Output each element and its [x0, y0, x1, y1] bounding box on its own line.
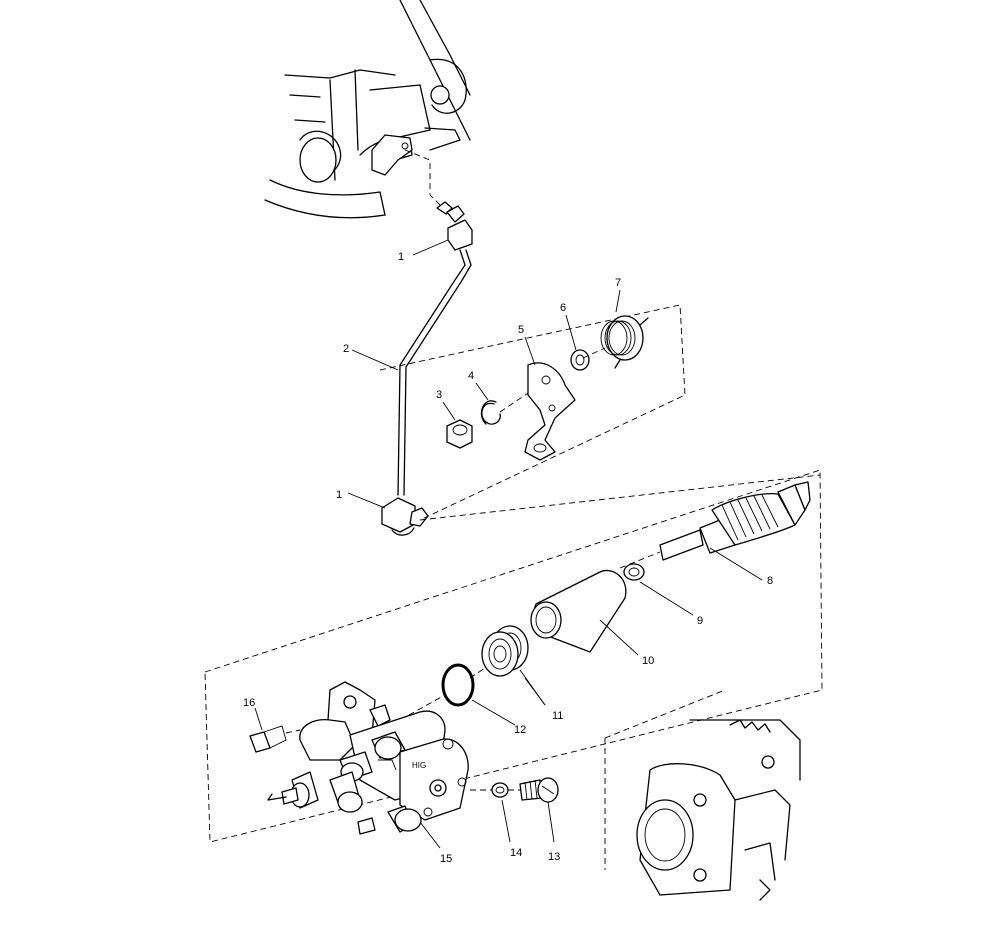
callout-12: 12 [514, 724, 526, 736]
callout-1-upper: 1 [398, 251, 404, 263]
shaft-seals [481, 625, 529, 677]
callout-2: 2 [343, 343, 349, 355]
leader-lines [254, 239, 763, 849]
engine-casing-bottom [604, 689, 801, 901]
oil-pump-body: HIG [267, 681, 469, 835]
torsion-spring [600, 315, 649, 369]
callout-13: 13 [548, 851, 560, 863]
callout-6: 6 [560, 302, 566, 314]
shaft-washer [623, 563, 645, 581]
callout-7: 7 [615, 277, 621, 289]
bushing-sleeve [530, 569, 627, 653]
pump-washer-and-screw [470, 777, 559, 803]
o-ring [441, 663, 475, 707]
svg-text:HIG: HIG [412, 761, 426, 770]
callout-8: 8 [767, 575, 773, 587]
bracket-hardware [446, 315, 649, 461]
callout-labels: 1 1 2 3 4 5 6 7 8 9 10 11 12 13 14 15 16 [243, 251, 773, 865]
callout-10: 10 [642, 655, 654, 667]
callout-15: 15 [440, 853, 452, 865]
callout-11: 11 [552, 710, 563, 722]
callout-14: 14 [510, 847, 522, 859]
callout-3: 3 [436, 389, 442, 401]
callout-4: 4 [468, 370, 474, 382]
linkage-rod-assembly [381, 201, 473, 536]
mounting-bolt [249, 725, 301, 753]
callout-5: 5 [518, 324, 524, 336]
engine-casing-top [264, 0, 471, 219]
callout-1-lower: 1 [336, 489, 342, 501]
callout-16: 16 [243, 697, 255, 709]
callout-9: 9 [697, 615, 703, 627]
drive-shaft [619, 481, 811, 569]
